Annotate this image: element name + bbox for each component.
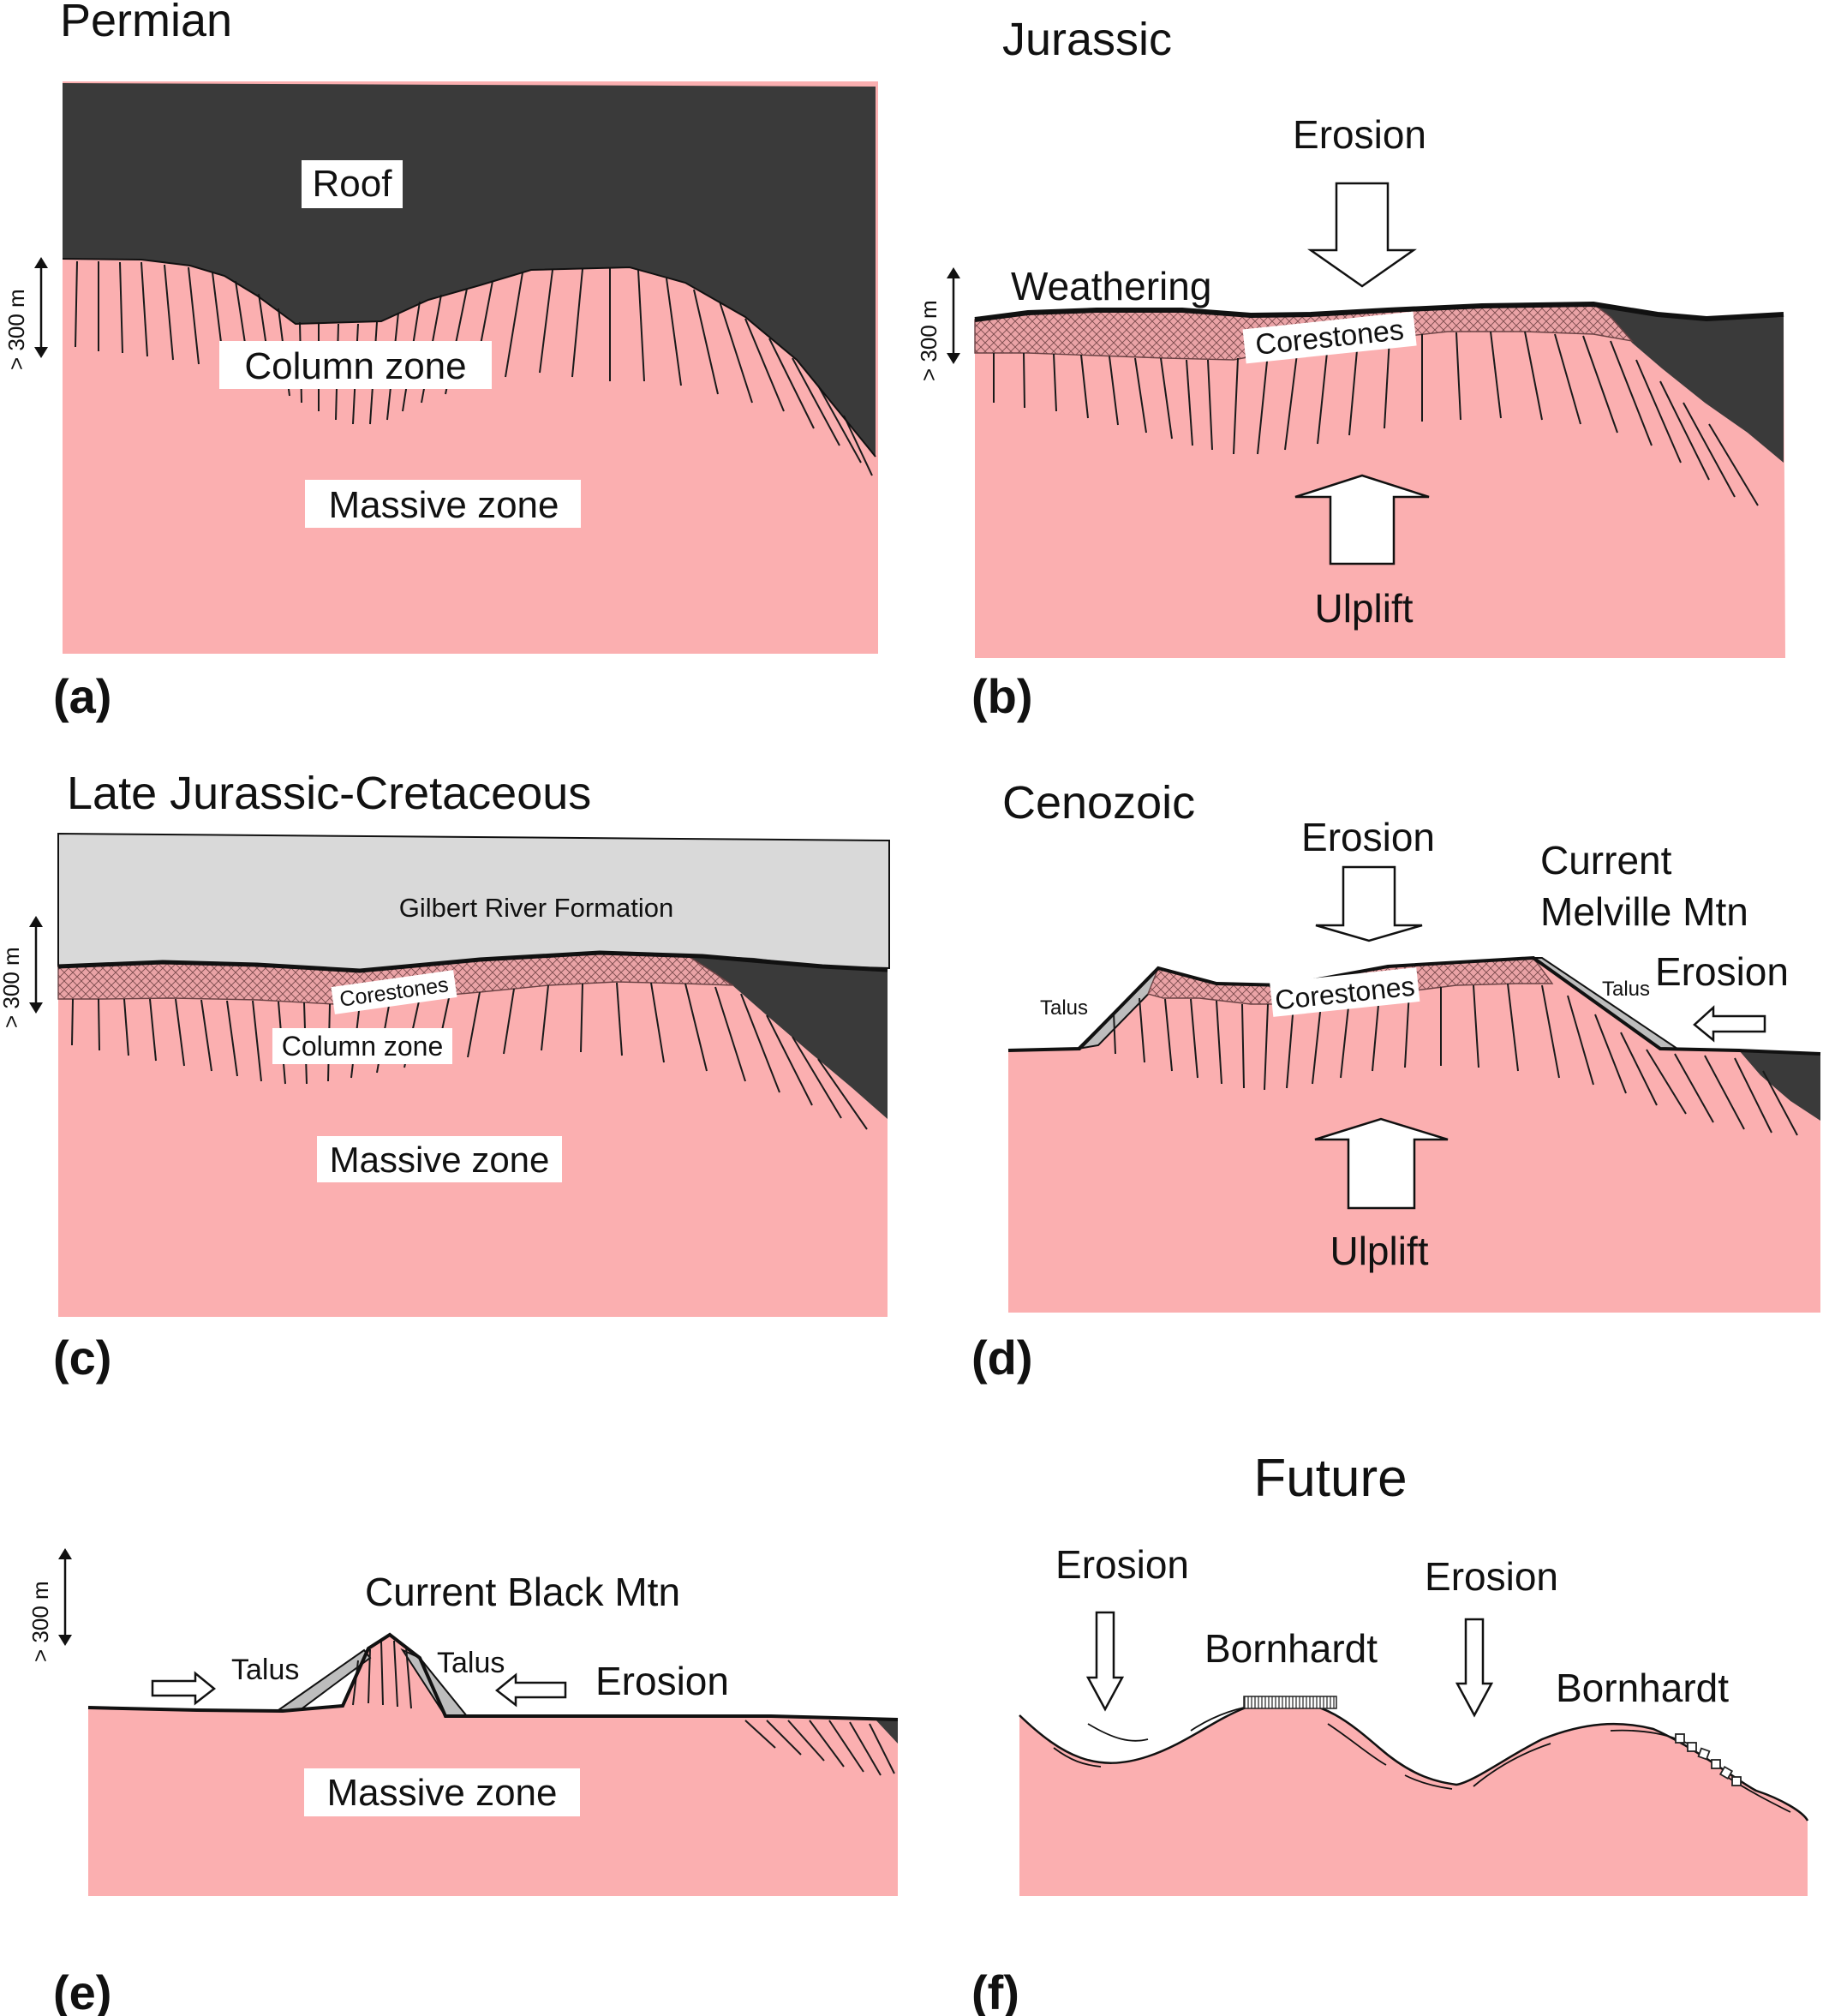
panel-a-title: Permian: [60, 0, 232, 46]
panel-e: > 300 m Current Black Mtn Talus Talus Er…: [27, 1548, 899, 2016]
weathering-label: Weathering: [1011, 264, 1211, 308]
label-bg: [317, 1136, 562, 1182]
talus-label: Talus: [231, 1654, 299, 1686]
erosion-arrow: [494, 1672, 567, 1708]
massive-zone-block: [1019, 1701, 1808, 1896]
boulder-cluster: [1243, 1696, 1337, 1709]
erosion-arrow: [1693, 1005, 1766, 1043]
panel-f-title: Future: [1253, 1449, 1407, 1508]
scale-bar: > 300 m: [3, 257, 48, 370]
panel-c-letter: (c): [53, 1331, 111, 1385]
gilbert-river-label: Gilbert River Formation: [399, 893, 673, 923]
label-bg: [219, 341, 492, 389]
erosion-label: Erosion: [1301, 815, 1435, 859]
talus-label: Talus: [437, 1647, 505, 1679]
column-joints: [1113, 983, 1798, 1136]
ground-surface: [87, 1632, 899, 1721]
erosion-label: Erosion: [1425, 1554, 1558, 1599]
roof-rock: [63, 83, 876, 457]
panel-f: Future Erosion Erosion Bornhardt Bornhar…: [971, 1449, 1809, 2016]
current-black-mtn-label: Current Black Mtn: [365, 1570, 680, 1614]
panel-d-title: Cenozoic: [1002, 777, 1195, 829]
roof-label: Roof: [313, 163, 393, 205]
uplift-label: Ulplift: [1314, 586, 1413, 631]
roof-remnant: [1739, 1050, 1820, 1121]
massive-zone-label: Massive zone: [328, 484, 559, 526]
panel-c-title: Late Jurassic-Cretaceous: [67, 768, 591, 819]
unconformity-surface: [57, 950, 888, 973]
talus-label: Talus: [1040, 996, 1088, 1020]
scale-label: > 300 m: [0, 947, 24, 1028]
erosion-label: Erosion: [1055, 1542, 1189, 1587]
roof-remnant: [874, 1718, 898, 1744]
panel-b: Jurassic Erosion Weathering > 300 m Core…: [916, 14, 1785, 723]
ground-surface: [974, 301, 1784, 322]
panel-e-letter: (e): [53, 1965, 111, 2016]
uplift-label: Ulplift: [1330, 1229, 1428, 1273]
label-bg: [302, 160, 403, 208]
uplift-arrow: [1294, 474, 1430, 565]
panel-b-letter: (b): [971, 669, 1033, 723]
massive-zone-block: [88, 1635, 898, 1896]
boulder-cluster: [1675, 1733, 1742, 1786]
current-melville-label: Current: [1540, 838, 1672, 882]
panel-d-letter: (d): [971, 1331, 1033, 1385]
label-bg: [331, 970, 457, 1014]
bornhardt-label: Bornhardt: [1556, 1666, 1729, 1710]
scale-label: > 300 m: [27, 1581, 53, 1662]
column-zone-label: Column zone: [282, 1031, 444, 1062]
roof-remnant: [1593, 305, 1784, 463]
column-zone-label: Column zone: [244, 345, 466, 387]
scale-label: > 300 m: [916, 300, 941, 381]
erosion-arrow: [151, 1671, 217, 1706]
erosion-arrow: [1085, 1611, 1125, 1712]
scale-bar: > 300 m: [27, 1548, 72, 1662]
label-bg: [272, 1028, 452, 1064]
panel-f-letter: (f): [971, 1965, 1019, 2016]
panel-a: Permian > 300 m Roof Column zone Massive…: [3, 0, 878, 723]
roof-contact-line: [62, 258, 876, 458]
talus-label: Talus: [1602, 978, 1650, 1001]
panel-d: Cenozoic Erosion Current Melville Mtn Er…: [971, 777, 1821, 1385]
current-melville-label: Melville Mtn: [1540, 889, 1748, 934]
scale-bar: > 300 m: [916, 267, 960, 381]
uplift-arrow: [1314, 1117, 1449, 1210]
massive-zone-label: Massive zone: [326, 1772, 557, 1814]
erosion-label: Erosion: [595, 1659, 729, 1703]
erosion-arrow: [1315, 865, 1423, 942]
panel-a-letter: (a): [53, 669, 111, 723]
panel-b-title: Jurassic: [1002, 14, 1172, 65]
label-bg: [1270, 967, 1420, 1017]
massive-zone-block: [58, 953, 888, 1317]
panel-c: Late Jurassic-Cretaceous Gilbert River F…: [0, 768, 890, 1385]
erosion-arrow: [1307, 182, 1417, 288]
bornhardt-label: Bornhardt: [1204, 1626, 1378, 1671]
erosion-label: Erosion: [1293, 112, 1426, 157]
label-bg: [1242, 311, 1417, 364]
roof-remnant: [685, 954, 888, 1119]
ground-surface: [1019, 1699, 1809, 1822]
label-bg: [304, 1768, 580, 1816]
erosion-label: Erosion: [1655, 949, 1789, 994]
label-bg: [305, 480, 581, 528]
massive-zone-label: Massive zone: [330, 1140, 550, 1180]
scale-label: > 300 m: [3, 289, 29, 370]
column-joints: [352, 1640, 895, 1776]
column-joints: [993, 331, 1759, 506]
scale-bar: > 300 m: [0, 916, 43, 1028]
erosion-arrow: [1455, 1618, 1494, 1718]
